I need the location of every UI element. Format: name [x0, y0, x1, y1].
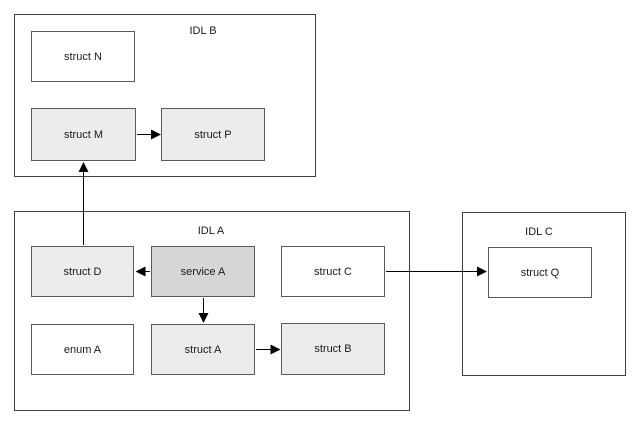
node-service-a: service A — [151, 246, 255, 297]
container-idl-a — [14, 211, 410, 411]
node-struct-m: struct M — [31, 108, 136, 161]
node-enum-a: enum A — [31, 324, 134, 375]
node-struct-n: struct N — [31, 31, 135, 82]
node-struct-p: struct P — [161, 108, 265, 161]
node-struct-c: struct C — [281, 246, 385, 297]
node-struct-q: struct Q — [488, 247, 592, 298]
container-label-idl-a: IDL A — [197, 225, 225, 237]
node-struct-b: struct B — [281, 323, 385, 375]
container-label-idl-b: IDL B — [189, 25, 217, 37]
node-struct-d: struct D — [31, 246, 134, 297]
node-struct-a: struct A — [151, 324, 255, 375]
container-label-idl-c: IDL C — [525, 226, 553, 238]
